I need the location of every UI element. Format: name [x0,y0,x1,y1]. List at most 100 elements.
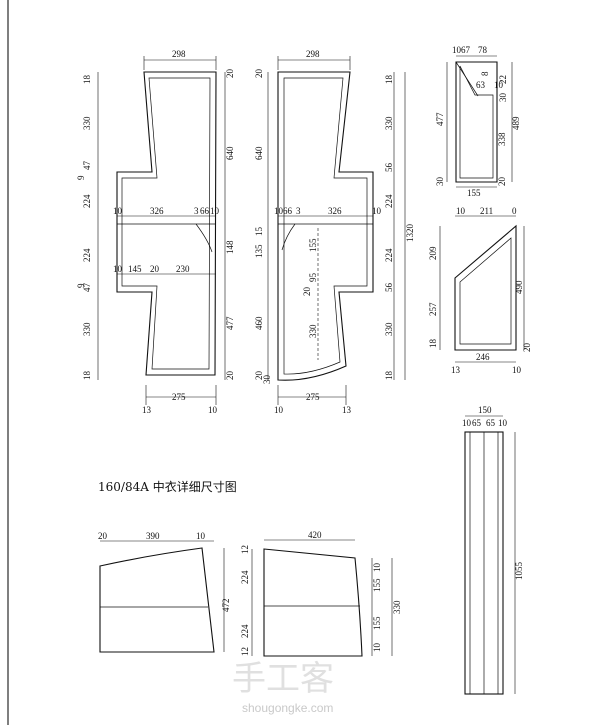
back-piece-curve [195,223,213,253]
pocket-top-dim-3: 0 [512,206,517,216]
back-top-width-label: 298 [172,49,186,59]
collar-dim-489: 489 [511,116,521,130]
cuff-b-left-dim-4: 12 [240,647,250,656]
cuff-b-right-dim-1: 10 [372,563,382,573]
back-row1-dim-2: 326 [150,206,164,216]
front-left-dim-6: 30 [262,375,272,385]
cuff-a-piece: 20 390 10 472 [98,531,231,653]
strip-top-dim-3: 65 [486,418,496,428]
front-bottom-dim-3: 13 [342,405,352,415]
collar-dim-338: 338 [497,132,507,146]
watermark-brand: 手工客 [232,659,334,699]
collar-small-dim-5: 30 [498,93,508,103]
front-left-dim-5: 20 [254,371,264,381]
back-left-dim-7: 47 [82,283,92,293]
back-left-dim-4: 9 [76,175,86,180]
pocket-left-dim-1: 209 [428,246,438,260]
cuff-b-left-dim-2: 224 [240,570,250,584]
cuff-b-right-dim-2: 155 [372,578,382,592]
back-left-dim-9: 330 [82,322,92,336]
front-left-dim-4: 460 [254,316,264,330]
collar-dim-477: 477 [435,112,445,126]
collar-piece-inner [459,65,494,179]
front-right-dim-7: 330 [384,322,394,336]
back-row2-dim-3: 20 [150,264,160,274]
front-left-dim-2: 640 [254,146,264,160]
front-top-width-label: 298 [306,49,320,59]
cuff-b-total-dim: 330 [392,600,402,614]
pocket-bottom-dim-2: 246 [476,352,490,362]
front-right-dim-4: 224 [384,194,394,208]
back-right-dim-2: 640 [225,146,235,160]
back-left-dim-6: 224 [82,248,92,262]
cuff-b-piece: 420 12 224 224 12 10 155 155 10 330 [240,530,402,657]
pocket-piece: 10 211 0 209 257 18 490 20 13 246 10 [428,206,532,375]
back-left-dim-5: 224 [82,194,92,208]
collar-top-dim-1: 10 [452,45,462,55]
pocket-left-dim-3: 18 [428,339,438,349]
strip-piece: 150 10 65 65 10 1055 [462,405,524,695]
front-left-dim-3: 135 [254,244,264,258]
cuff-b-outline [263,548,363,657]
back-piece-outline [116,71,217,376]
back-piece-inner-outline [121,77,211,370]
cuff-b-right-dim-3: 155 [372,616,382,630]
cuff-a-top-dim-2: 390 [146,531,160,541]
collar-bottom-dim: 155 [467,188,481,198]
back-row2-dim-4: 230 [176,264,190,274]
front-right-dim-8: 18 [384,371,394,381]
strip-top-width: 150 [478,405,492,415]
collar-small-dim-2: 8 [480,71,490,76]
pocket-right-dim-1: 490 [514,280,524,294]
cuff-a-top-dim-1: 20 [98,531,108,541]
collar-top-dim-2: 67 [461,45,471,55]
back-bottom-dim-3: 10 [208,405,218,415]
strip-top-dim-1: 10 [462,418,472,428]
watermark-url: shougongke.com [242,701,333,715]
collar-dim-20: 20 [497,177,507,187]
collar-top-dim-3: 78 [478,45,488,55]
back-row1-dim-1: 10 [113,206,123,216]
back-left-dim-1: 18 [82,75,92,85]
pocket-right-dim-2: 20 [522,343,532,353]
back-row1-dim-4: 66 [200,206,210,216]
collar-dim-30: 30 [435,177,445,187]
front-center-dim-5: 15 [254,227,264,237]
back-row1-dim-3: 3 [194,206,199,216]
collar-small-dim-3: 10 [494,80,504,90]
back-row1-dim-5: 10 [210,206,220,216]
pocket-bottom-dim-1: 13 [451,365,461,375]
cuff-a-outline [99,547,215,653]
front-bottom-dim-1: 10 [274,405,284,415]
cuff-b-top-dim: 420 [308,530,322,540]
strip-top-dim-2: 65 [472,418,482,428]
back-row2-dim-1: 10 [113,264,123,274]
back-right-dim-3: 148 [225,240,235,254]
front-row1-dim-2: 66 [283,206,293,216]
front-piece-curve [281,223,296,251]
cuff-b-right-dim-4: 10 [372,643,382,653]
front-center-dim-1: 155 [308,238,318,252]
pocket-bottom-dim-3: 10 [512,365,522,375]
collar-small-dim-1: 63 [476,80,486,90]
back-piece: 298 18 330 47 9 224 224 47 9 330 18 20 6… [76,49,235,415]
back-right-dim-5: 20 [225,371,235,381]
pocket-left-dim-2: 257 [428,302,438,316]
back-bottom-dim-2: 275 [172,392,186,402]
back-left-dim-3: 47 [82,161,92,171]
cuff-b-left-dim-3: 224 [240,624,250,638]
collar-small-dim-4: 22 [498,75,508,84]
pocket-piece-outline [454,224,517,351]
front-center-dim-4: 330 [308,324,318,338]
front-row1-dim-4: 326 [328,206,342,216]
cuff-a-height-dim: 472 [221,599,231,613]
strip-top-dim-4: 10 [498,418,508,428]
pattern-caption: 160/84A 中衣详细尺寸图 [98,479,237,494]
cuff-b-left-dim-1: 12 [240,545,250,554]
front-row1-dim-1: 10 [274,206,284,216]
back-left-dim-10: 18 [82,371,92,381]
front-row1-dim-3: 3 [296,206,301,216]
back-left-dim-2: 330 [82,116,92,130]
collar-piece: 10 67 78 63 8 10 22 30 477 338 489 30 20… [435,45,521,198]
collar-piece-outline [455,61,498,183]
